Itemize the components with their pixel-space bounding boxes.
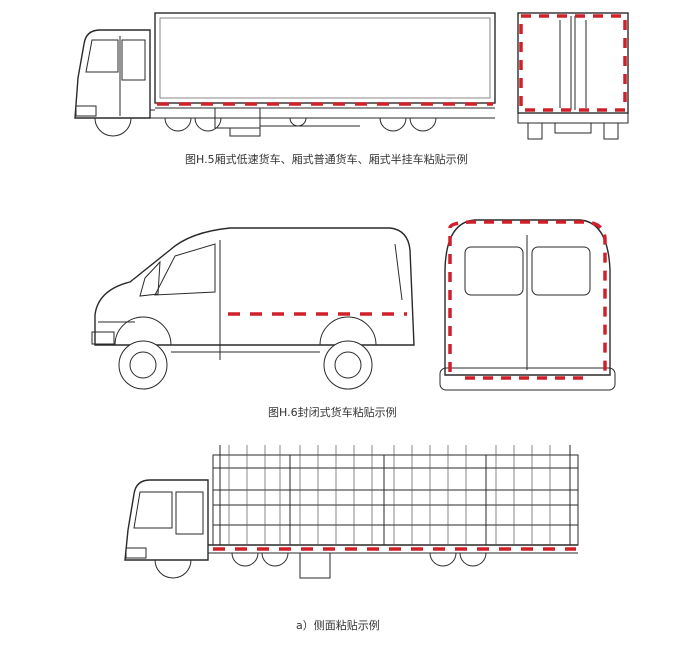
figure-h5-caption: 图H.5厢式低速货车、厢式普通货车、厢式半挂车粘贴示例: [185, 153, 468, 166]
figure-h6-caption: 图H.6封闭式货车粘贴示例: [268, 406, 397, 419]
stake-truck-side-view: [124, 445, 579, 579]
box-truck-rear-view: [517, 12, 629, 140]
box-truck-side-view: [74, 12, 496, 137]
van-side-view: [91, 227, 415, 390]
van-rear-view: [439, 219, 616, 391]
figure-a-caption: a）侧面粘贴示例: [296, 619, 380, 632]
